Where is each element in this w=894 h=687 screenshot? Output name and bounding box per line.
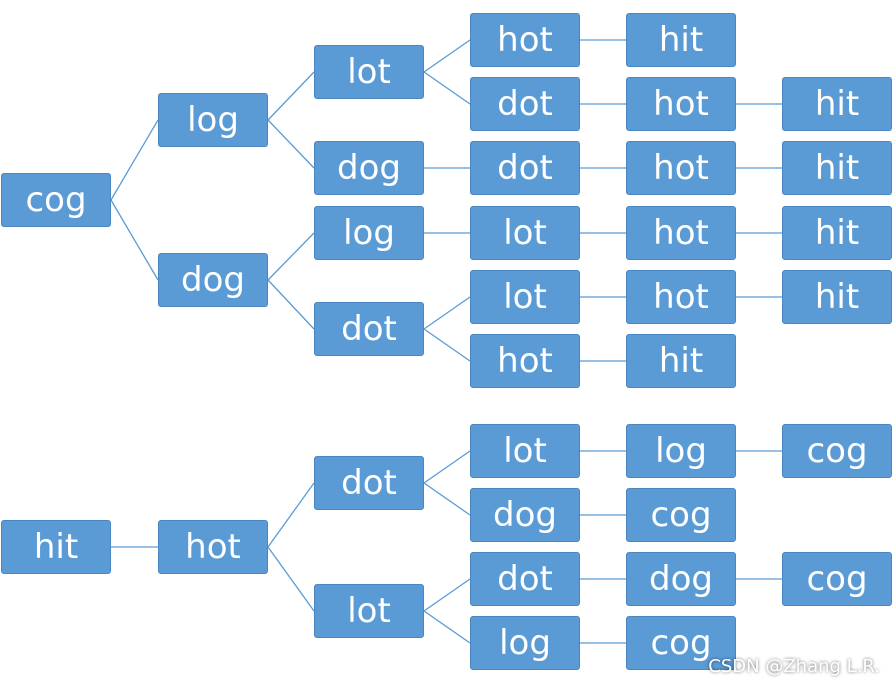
edge-n4-n8 [423,39,471,73]
word-node-dog: dog [314,141,424,195]
edge-m3-m5 [423,450,471,484]
word-node-hit: hit [1,520,111,574]
word-node-dog: dog [626,552,736,606]
word-node-hit: hit [782,206,892,260]
word-node-dot: dot [470,77,580,131]
word-node-dot: dot [470,552,580,606]
edge-m4-m8 [423,610,471,644]
word-node-dot: dot [314,456,424,510]
edge-n2-n4 [267,71,315,121]
word-node-hit: hit [782,77,892,131]
word-node-hot: hot [158,520,268,574]
word-node-lot: lot [470,206,580,260]
edge-n2-n5 [267,119,315,169]
word-node-log: log [314,206,424,260]
word-node-hot: hot [626,141,736,195]
word-node-cog: cog [626,488,736,542]
word-node-hit: hit [626,334,736,388]
word-node-hot: hot [626,77,736,131]
word-node-cog: cog [626,616,736,670]
edge-n3-n6 [267,232,315,281]
edge-n1-n3 [110,199,159,281]
word-node-cog: cog [1,173,111,227]
edge-m2-m3 [267,482,315,548]
edge-m3-m6 [423,482,471,516]
word-node-dog: dog [158,253,268,307]
edge-m2-m4 [267,546,315,612]
word-node-hit: hit [782,141,892,195]
word-node-dot: dot [314,302,424,356]
word-node-hit: hit [626,13,736,67]
word-node-lot: lot [470,424,580,478]
edge-n4-n9 [423,71,471,105]
word-node-lot: lot [314,45,424,99]
word-node-log: log [626,424,736,478]
word-node-cog: cog [782,552,892,606]
word-node-hot: hot [470,334,580,388]
edge-n3-n7 [267,279,315,330]
word-node-cog: cog [782,424,892,478]
word-node-log: log [470,616,580,670]
word-node-lot: lot [314,584,424,638]
word-node-hit: hit [782,270,892,324]
word-node-dog: dog [470,488,580,542]
edge-m4-m7 [423,578,471,612]
edge-n7-n12 [423,296,471,330]
word-node-log: log [158,93,268,147]
word-node-hot: hot [626,270,736,324]
word-node-hot: hot [470,13,580,67]
edge-n7-n13 [423,328,471,362]
word-node-hot: hot [626,206,736,260]
edge-n1-n2 [110,119,159,201]
word-node-dot: dot [470,141,580,195]
word-node-lot: lot [470,270,580,324]
watermark: CSDN @Zhang L.R. [708,656,880,677]
